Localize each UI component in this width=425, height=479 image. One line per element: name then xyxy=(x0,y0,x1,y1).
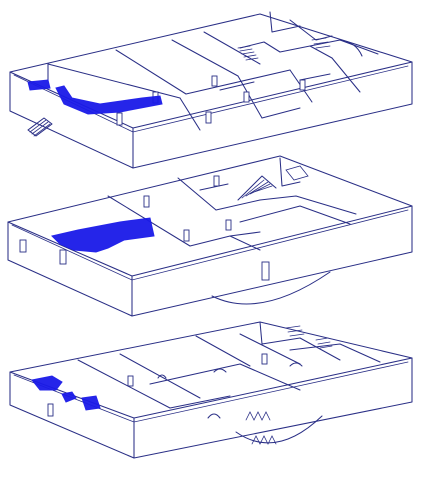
upper-external-stair xyxy=(27,117,53,137)
ground-bastion xyxy=(235,415,323,444)
middle-highlight-area xyxy=(51,217,155,253)
ground-floor-plan xyxy=(9,321,413,459)
upper-stair-block xyxy=(237,37,331,61)
middle-floor-plan xyxy=(7,155,413,317)
upper-highlight-area xyxy=(27,79,163,115)
ground-highlight-area xyxy=(31,375,101,411)
upper-floor-plan xyxy=(9,11,413,169)
ground-stair-block xyxy=(285,325,333,349)
middle-stair-block xyxy=(237,165,309,201)
middle-bastion xyxy=(211,271,331,305)
